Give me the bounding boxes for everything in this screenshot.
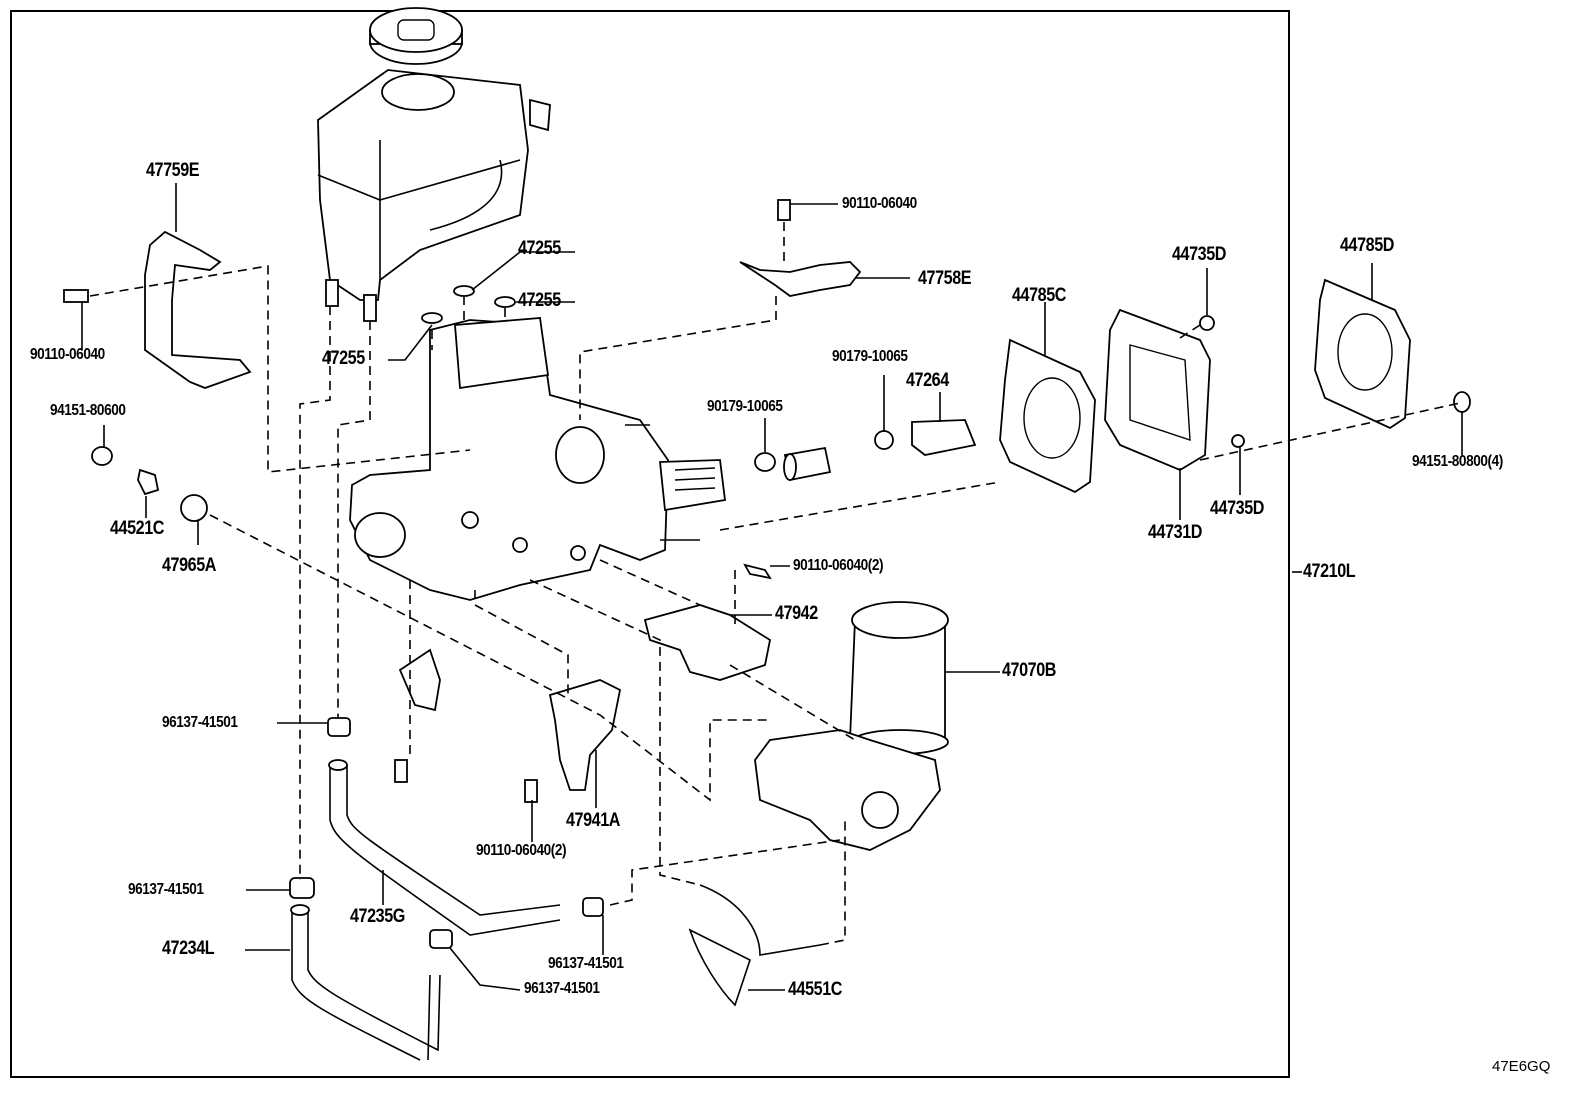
part-label-90110-06040[interactable]: 90110-06040 xyxy=(30,346,105,363)
gasket-44785c[interactable] xyxy=(999,338,1096,494)
part-label-90110-06040-2[interactable]: 90110-06040(2) xyxy=(476,842,567,859)
bracket-small[interactable] xyxy=(398,648,441,712)
gasket-44785d[interactable] xyxy=(1314,278,1411,430)
part-label-47255[interactable]: 47255 xyxy=(518,238,561,259)
pump-motor-47070b[interactable] xyxy=(754,601,949,851)
cover-44731d[interactable] xyxy=(1104,308,1211,472)
part-label-96137-41501[interactable]: 96137-41501 xyxy=(162,714,238,731)
part-label-47941a[interactable]: 47941A xyxy=(566,810,621,831)
pushrod-pin[interactable] xyxy=(783,446,832,482)
bolt-90110-06040[interactable] xyxy=(743,563,772,580)
part-label-90110-06040[interactable]: 90110-06040 xyxy=(842,195,917,212)
clamp[interactable] xyxy=(582,897,604,917)
clamp[interactable] xyxy=(327,717,351,737)
part-label-90179-10065[interactable]: 90179-10065 xyxy=(707,398,783,415)
diagram-frame xyxy=(10,10,1290,1078)
part-label-47070b[interactable]: 47070B xyxy=(1002,660,1057,681)
part-label-44735d[interactable]: 44735D xyxy=(1172,244,1227,265)
part-label-47235g[interactable]: 47235G xyxy=(350,906,405,927)
grommet-47255[interactable] xyxy=(453,285,475,297)
brake-fluid-reservoir[interactable] xyxy=(317,69,551,322)
grommet-47255[interactable] xyxy=(421,312,443,324)
leader-lines xyxy=(81,183,1463,991)
part-label-47255[interactable]: 47255 xyxy=(322,348,365,369)
part-label-96137-41501[interactable]: 96137-41501 xyxy=(128,881,204,898)
part-label-44731d[interactable]: 44731D xyxy=(1148,522,1203,543)
plug-47965a[interactable] xyxy=(180,494,208,522)
hose-47235g[interactable] xyxy=(328,759,561,936)
clamp[interactable] xyxy=(289,877,315,899)
part-label-44785c[interactable]: 44785C xyxy=(1012,285,1067,306)
nut-94151-80600[interactable] xyxy=(91,446,113,466)
fitting-44521c[interactable] xyxy=(137,468,160,496)
bolt[interactable] xyxy=(394,759,408,783)
part-label-94151-80800[interactable]: 94151-80800(4) xyxy=(1412,453,1503,470)
bolt-90110-06040[interactable] xyxy=(63,289,89,303)
part-label-96137-41501[interactable]: 96137-41501 xyxy=(524,980,600,997)
brake-tube-44551c[interactable] xyxy=(688,884,821,1007)
nut-90179-10065[interactable] xyxy=(874,430,894,450)
figure-code: 47E6GQ xyxy=(1492,1058,1551,1075)
part-label-47965a[interactable]: 47965A xyxy=(162,555,217,576)
part-label-47759e[interactable]: 47759E xyxy=(146,160,200,181)
nut-44735d[interactable] xyxy=(1199,315,1215,331)
bracket-47942[interactable] xyxy=(643,604,772,681)
part-label-44785d[interactable]: 44785D xyxy=(1340,235,1395,256)
part-label-47264[interactable]: 47264 xyxy=(906,370,949,391)
part-label-90179-10065[interactable]: 90179-10065 xyxy=(832,348,908,365)
part-label-44735d[interactable]: 44735D xyxy=(1210,498,1265,519)
part-label-44521c[interactable]: 44521C xyxy=(110,518,165,539)
clamp[interactable] xyxy=(429,929,453,949)
part-label-47758e[interactable]: 47758E xyxy=(918,268,972,289)
master-cylinder-pump-body[interactable] xyxy=(349,317,727,601)
part-label-94151-80600[interactable]: 94151-80600 xyxy=(50,402,126,419)
part-label-90110-06040-2[interactable]: 90110-06040(2) xyxy=(793,557,884,574)
assembly-label-47210l[interactable]: 47210L xyxy=(1303,561,1356,582)
grommet-47255[interactable] xyxy=(494,296,516,308)
washer-44735d[interactable] xyxy=(1231,434,1245,448)
bracket-47759e[interactable] xyxy=(144,230,252,389)
alignment-lines xyxy=(89,222,1461,946)
bolt-90110-06040[interactable] xyxy=(777,199,791,221)
reservoir-cap[interactable] xyxy=(369,7,463,65)
bracket-47758e[interactable] xyxy=(739,261,862,297)
nut-94151-80800[interactable] xyxy=(1453,391,1471,413)
hose-47234l[interactable] xyxy=(290,904,441,1061)
part-label-47942[interactable]: 47942 xyxy=(775,603,818,624)
part-label-44551c[interactable]: 44551C xyxy=(788,979,843,1000)
bracket-47941a[interactable] xyxy=(548,679,622,791)
clip-90179-10065[interactable] xyxy=(754,452,776,472)
clevis-47264[interactable] xyxy=(911,419,977,456)
part-label-96137-41501[interactable]: 96137-41501 xyxy=(548,955,624,972)
bolt-90110-06040[interactable] xyxy=(524,779,538,803)
part-label-47255[interactable]: 47255 xyxy=(518,290,561,311)
part-label-47234l[interactable]: 47234L xyxy=(162,938,215,959)
